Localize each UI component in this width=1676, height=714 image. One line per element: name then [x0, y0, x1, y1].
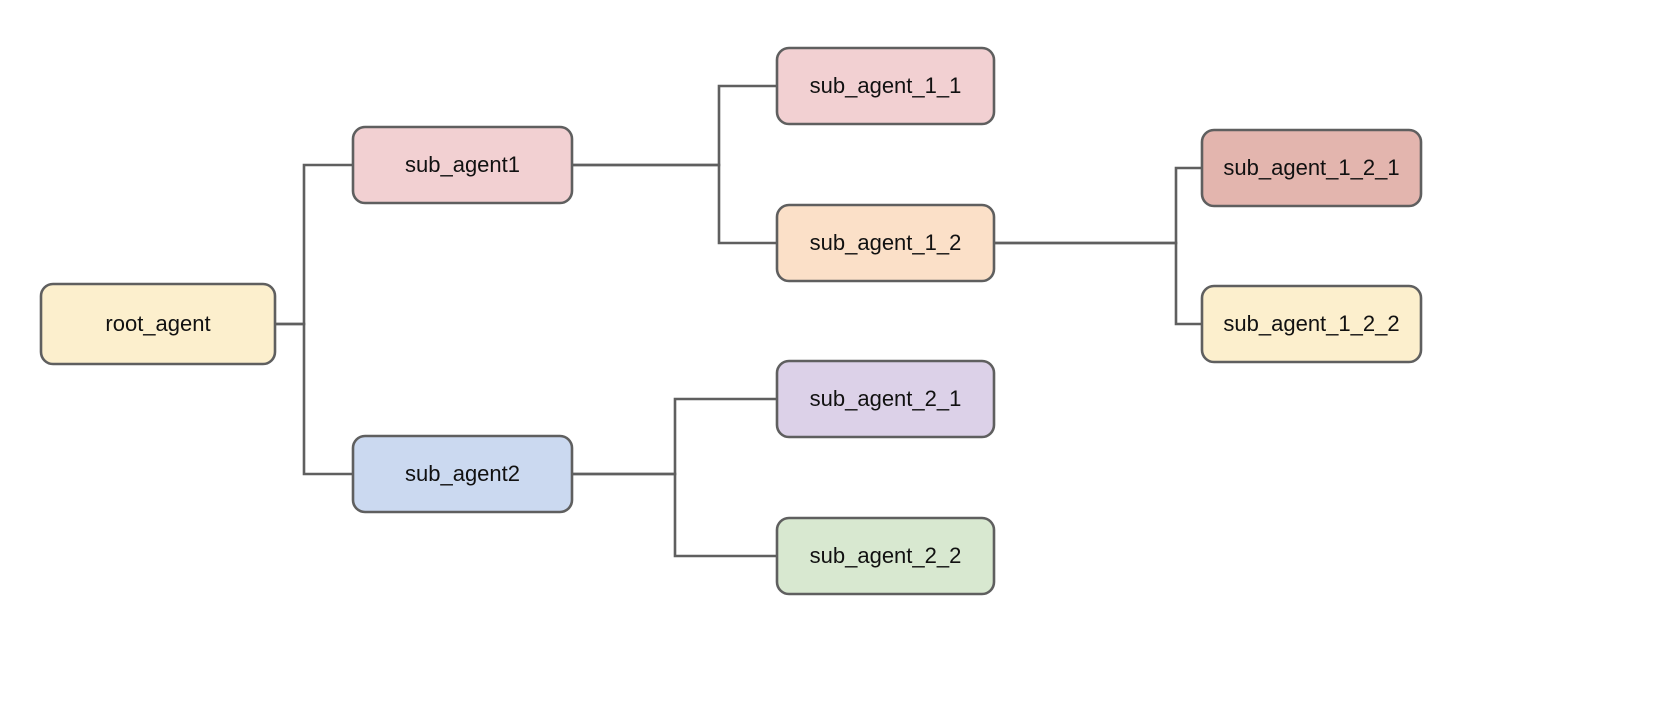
edge-sub_agent1-sub_agent_1_2 — [570, 163, 779, 245]
node-box-sub_agent_1_1[interactable] — [775, 46, 996, 126]
edge-sub_agent2-sub_agent_2_1 — [570, 397, 779, 476]
node-box-sub_agent2[interactable] — [351, 434, 574, 514]
edges-layer — [273, 84, 1204, 558]
node-sub_agent1[interactable]: sub_agent1 — [351, 125, 574, 205]
edge-root-sub_agent1 — [273, 163, 355, 326]
nodes-layer: root_agent sub_agent1 sub_agent2 sub_agent_… — [39, 46, 1423, 596]
edge-sub_agent2-sub_agent_2_2 — [570, 472, 779, 558]
node-box-sub_agent_1_2_2[interactable] — [1200, 284, 1423, 364]
node-box-sub_agent1[interactable] — [351, 125, 574, 205]
node-box-sub_agent_1_2[interactable] — [775, 203, 996, 283]
node-sub_agent_1_2_1[interactable]: sub_agent_1_2_1 — [1200, 128, 1423, 208]
edge-sub_agent_1_2-sub_agent_1_2_2 — [992, 241, 1204, 326]
node-box-sub_agent_2_2[interactable] — [775, 516, 996, 596]
node-root_agent[interactable]: root_agent — [39, 282, 277, 366]
node-sub_agent_1_2_2[interactable]: sub_agent_1_2_2 — [1200, 284, 1423, 364]
edge-root-sub_agent2 — [273, 322, 355, 476]
node-sub_agent_2_1[interactable]: sub_agent_2_1 — [775, 359, 996, 439]
edge-sub_agent1-sub_agent_1_1 — [570, 84, 779, 167]
node-sub_agent2[interactable]: sub_agent2 — [351, 434, 574, 514]
node-sub_agent_1_2[interactable]: sub_agent_1_2 — [775, 203, 996, 283]
node-sub_agent_1_1[interactable]: sub_agent_1_1 — [775, 46, 996, 126]
node-box-root_agent[interactable] — [39, 282, 277, 366]
edge-sub_agent_1_2-sub_agent_1_2_1 — [992, 166, 1204, 245]
node-box-sub_agent_2_1[interactable] — [775, 359, 996, 439]
node-sub_agent_2_2[interactable]: sub_agent_2_2 — [775, 516, 996, 596]
node-box-sub_agent_1_2_1[interactable] — [1200, 128, 1423, 208]
